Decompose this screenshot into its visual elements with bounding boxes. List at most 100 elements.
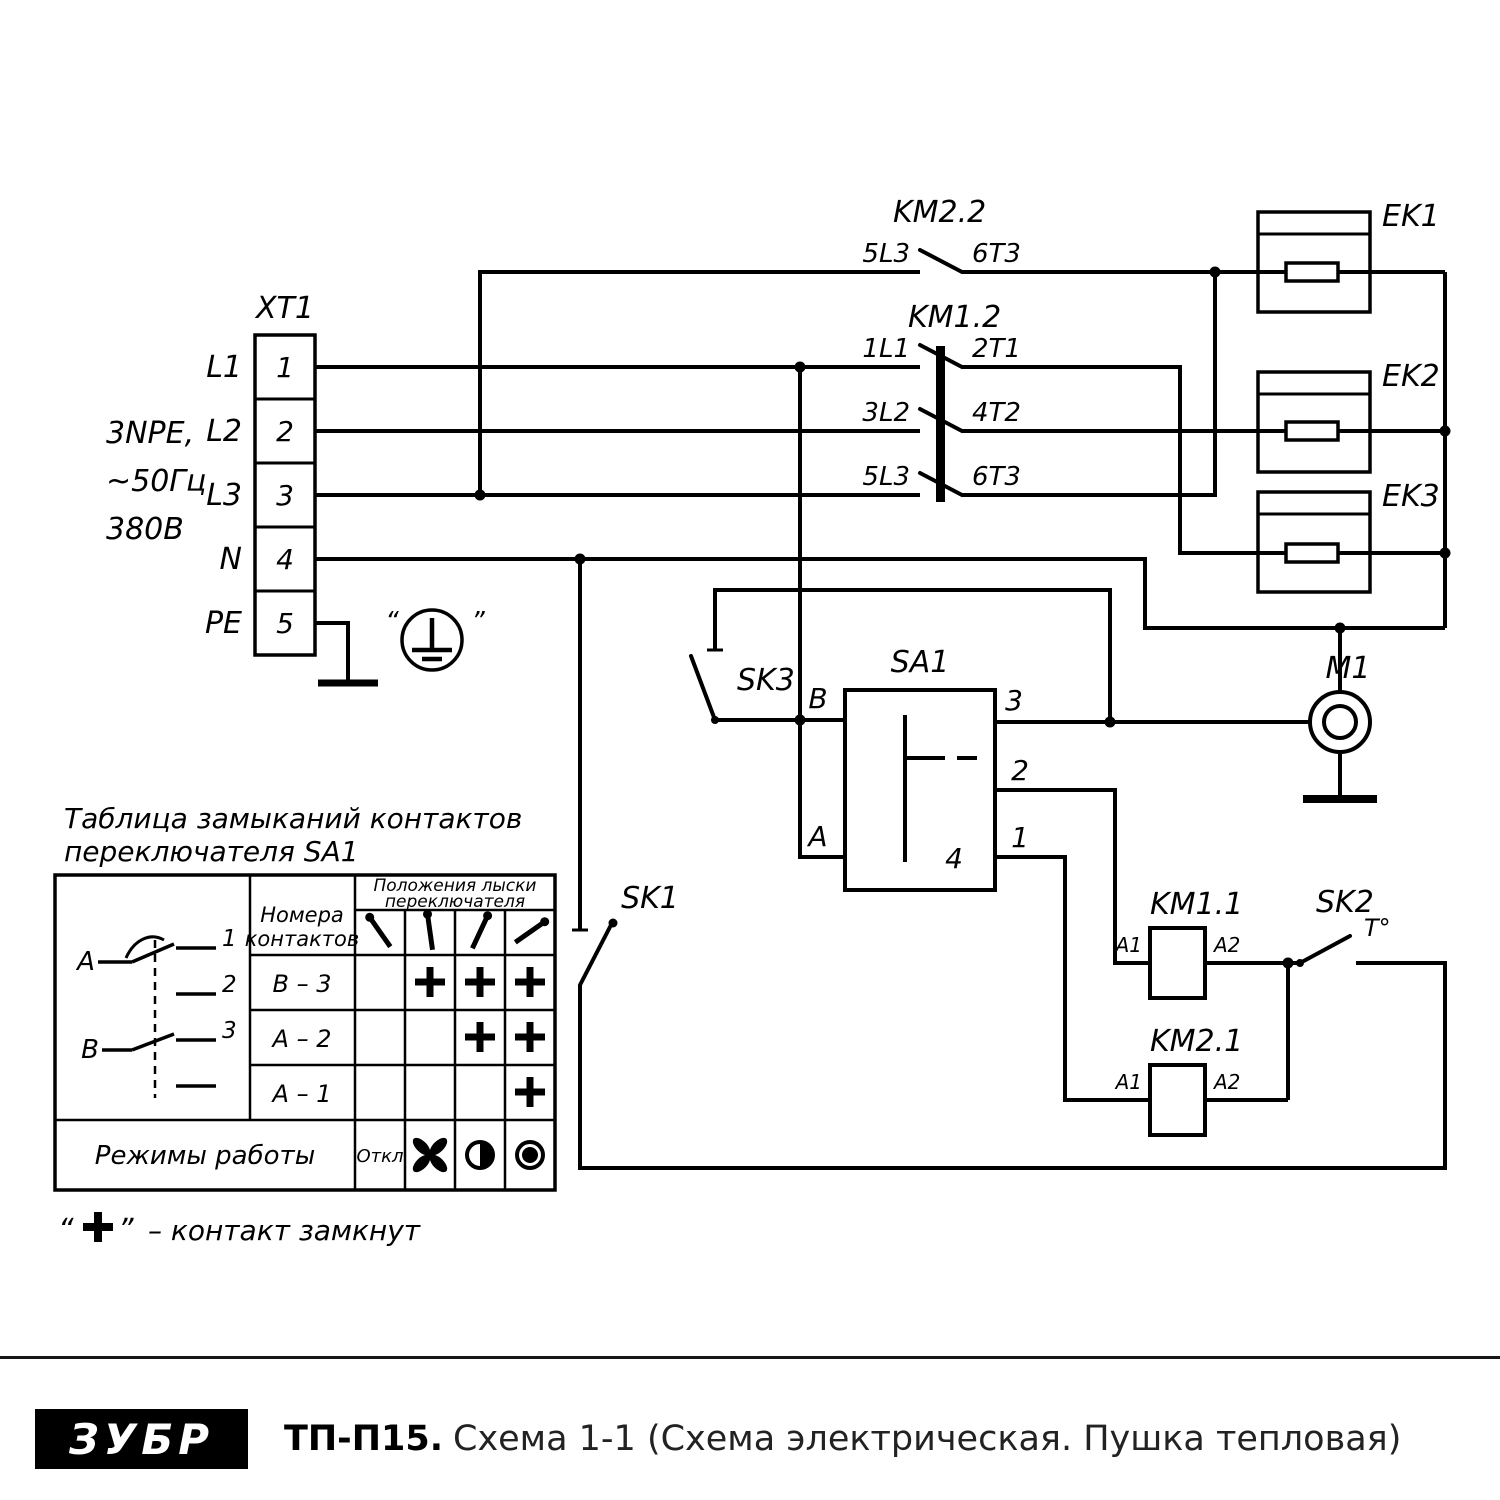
- sketch-pole-a-label: A: [75, 947, 95, 977]
- circuit-diagram: XT1 1 2 3 4 5 L1 L2 L3 N PE 3NPE, ~50Гц …: [53, 195, 1451, 1248]
- drawing-title: ТП-П15.Схема 1-1 (Схема электрическая. П…: [284, 1409, 1401, 1469]
- position-mark-dot: [483, 911, 493, 921]
- position-mark-dot: [540, 917, 550, 927]
- km22-label: KM2.2: [893, 195, 986, 230]
- km21-coil: KM2.1 A1 A2: [1114, 957, 1294, 1137]
- header-contacts-line1: Номера: [260, 903, 344, 927]
- km11-label: KM1.1: [1150, 887, 1243, 922]
- junction-dot: [794, 714, 806, 726]
- m1-inner-circle: [1322, 704, 1358, 740]
- sk2-switch: SK2 T°: [1296, 885, 1391, 967]
- terminal-3: 3: [276, 479, 294, 512]
- sk1-pivot: [608, 918, 618, 928]
- junction-dot: [474, 489, 486, 501]
- header-positions-line2: переключателя: [385, 892, 525, 912]
- table-grid-lines: [55, 875, 555, 1190]
- terminal-dividers: [255, 397, 315, 593]
- sa1-contact-4-label: 4: [945, 842, 963, 875]
- sketch-pole-b-label: B: [81, 1035, 99, 1065]
- sketch-contact-3: 3: [222, 1018, 237, 1044]
- km22-blade: [918, 248, 964, 274]
- sa1-pole-a-label: A: [806, 820, 827, 853]
- junction-dot: [1209, 266, 1221, 278]
- junction-dot: [1439, 425, 1451, 437]
- sk1-switch: SK1: [572, 559, 1447, 1170]
- junction-dot: [1282, 957, 1294, 969]
- position-mark-lines: [367, 913, 547, 951]
- sketch-hook: [124, 935, 165, 959]
- m1-wires: [1110, 628, 1342, 797]
- ek1-resistor: [1284, 261, 1340, 283]
- full-heat-mode-icon: [515, 1140, 545, 1170]
- legend-quote-close: ”: [118, 1213, 134, 1248]
- junction-dot: [1439, 547, 1451, 559]
- km11-coil: KM1.1 A1 A2: [1114, 887, 1300, 1000]
- terminal-1: 1: [276, 351, 294, 384]
- closed-contact-marks: [415, 967, 545, 1107]
- terminal-2: 2: [276, 415, 294, 448]
- sk2-temperature-label: T°: [1364, 914, 1391, 942]
- sa1-contact-1-label: 1: [1011, 821, 1029, 854]
- sketch-contact-2: 2: [222, 972, 237, 998]
- ek3-body: [1256, 490, 1372, 594]
- footer-divider: [0, 1356, 1500, 1359]
- brand-name: ЗУБР: [68, 1414, 214, 1464]
- km21-a2-label: A2: [1212, 1070, 1240, 1094]
- table-title-line2: переключателя SA1: [64, 835, 359, 868]
- model-number: ТП-П15.: [284, 1419, 443, 1459]
- ek2-body: [1256, 370, 1372, 474]
- km21-out-wire: [1205, 963, 1290, 1102]
- position-mark-dot: [365, 912, 375, 922]
- ek1-body: [1256, 210, 1372, 314]
- header-positions-line1: Положения лыски: [374, 876, 537, 896]
- earth-icon: [412, 618, 452, 662]
- legend-text: – контакт замкнут: [148, 1214, 421, 1247]
- table-row-a2: А – 2: [271, 1025, 332, 1053]
- m1-label: M1: [1326, 651, 1371, 686]
- ek3-resistor: [1284, 542, 1340, 564]
- terminal-5: 5: [276, 607, 294, 640]
- heater-ek1: EK1: [1256, 199, 1445, 314]
- sa1-pole-b-label: B: [808, 682, 827, 715]
- sk3-switch: SK3: [689, 588, 1112, 724]
- sk1-label: SK1: [621, 881, 679, 916]
- km11-body: [1148, 926, 1207, 1000]
- sk2-label: SK2: [1316, 885, 1374, 920]
- legend-plus-icon: [83, 1212, 113, 1242]
- terminal-block-xt1: XT1 1 2 3 4 5 L1 L2 L3 N PE: [205, 291, 317, 657]
- xt1-label: XT1: [254, 291, 314, 326]
- sa1-contact-sketch: A B 1 2 3: [75, 926, 237, 1098]
- km12-pole2-in-label: 3L2: [862, 398, 910, 428]
- sk2-pivot: [1296, 959, 1304, 967]
- km22-in-label: 5L3: [862, 239, 910, 269]
- km22-out-label: 6T3: [972, 239, 1021, 269]
- pe-ground: “ ”: [315, 607, 485, 687]
- km12-label: KM1.2: [908, 300, 1001, 335]
- label-l3: L3: [206, 478, 242, 513]
- table-title-line1: Таблица замыканий контактов: [64, 802, 522, 835]
- half-heat-mode-icon: [465, 1140, 495, 1170]
- km12-pole1-in-label: 1L1: [862, 334, 910, 364]
- table-row-a1: А – 1: [271, 1080, 332, 1108]
- ek2-resistor: [1284, 420, 1340, 442]
- heater-ek2: EK2: [1256, 359, 1445, 474]
- label-n: N: [220, 542, 242, 577]
- closed-contact-legend: “ ” – контакт замкнут: [58, 1212, 421, 1248]
- ek2-label: EK2: [1382, 359, 1440, 394]
- supply-line1: 3NPE,: [106, 416, 194, 451]
- supply-line2: ~50Гц: [106, 464, 206, 499]
- sketch-contact-1: 1: [222, 926, 237, 952]
- junction-dot: [1334, 622, 1346, 634]
- header-contacts-line2: контактов: [245, 927, 360, 951]
- position-mark-dot: [423, 909, 432, 919]
- sketch-contacts: [98, 942, 216, 1088]
- label-pe: PE: [205, 606, 242, 641]
- sk2-blade: [1298, 934, 1352, 965]
- ground-quote-close: ”: [471, 607, 485, 637]
- mode-off-label: Откл: [356, 1146, 403, 1167]
- scheme-description: Схема 1-1 (Схема электрическая. Пушка те…: [453, 1419, 1402, 1459]
- sk3-bypass-wire: [713, 588, 1112, 722]
- brand-logo: ЗУБР: [35, 1409, 248, 1469]
- power-wires: [315, 270, 1445, 630]
